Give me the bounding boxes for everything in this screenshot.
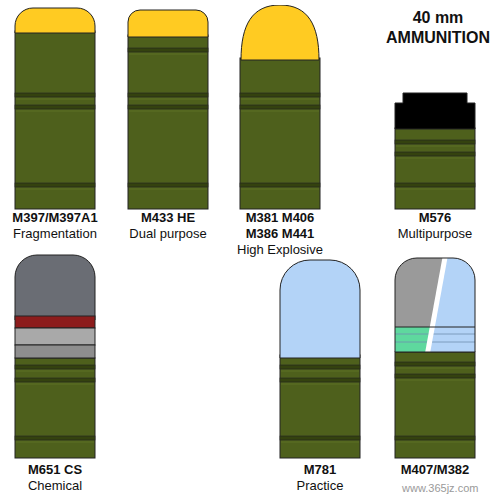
round-designation: M651 CS [0,462,110,478]
cartridge-node: M781Practice [265,250,375,494]
cartridge-drawing [0,250,110,462]
round-type: Dual purpose [113,226,223,242]
round-type: Fragmentation [0,226,110,242]
round-designation: M576 [380,210,490,226]
watermark: www.365jz.com [402,482,478,494]
round-type: Multipurpose [380,226,490,242]
cartridge-node: M407/M382 [380,250,490,478]
cartridge-drawing [380,250,490,462]
cartridge-node: M381 M406 M386 M441High Explosive [225,5,335,258]
cartridge-node: M397/M397A1Fragmentation [0,5,110,242]
round-designation: M381 M406 M386 M441 [240,210,320,242]
cartridge-node: M651 CSChemical [0,250,110,494]
round-designation: M781 [265,462,375,478]
round-designation: M433 HE [113,210,223,226]
cartridge-drawing [113,5,223,210]
round-type: Chemical [0,478,110,494]
round-designation: M397/M397A1 [0,210,110,226]
cartridge-drawing [265,250,375,462]
round-type: High Explosive [225,242,335,258]
diagram-title: 40 mm AMMUNITION [378,8,498,48]
cartridge-drawing [225,5,335,210]
cartridge-drawing [0,5,110,210]
round-designation: M407/M382 [380,462,490,478]
round-type: Practice [265,478,375,494]
cartridge-node: M433 HEDual purpose [113,5,223,242]
